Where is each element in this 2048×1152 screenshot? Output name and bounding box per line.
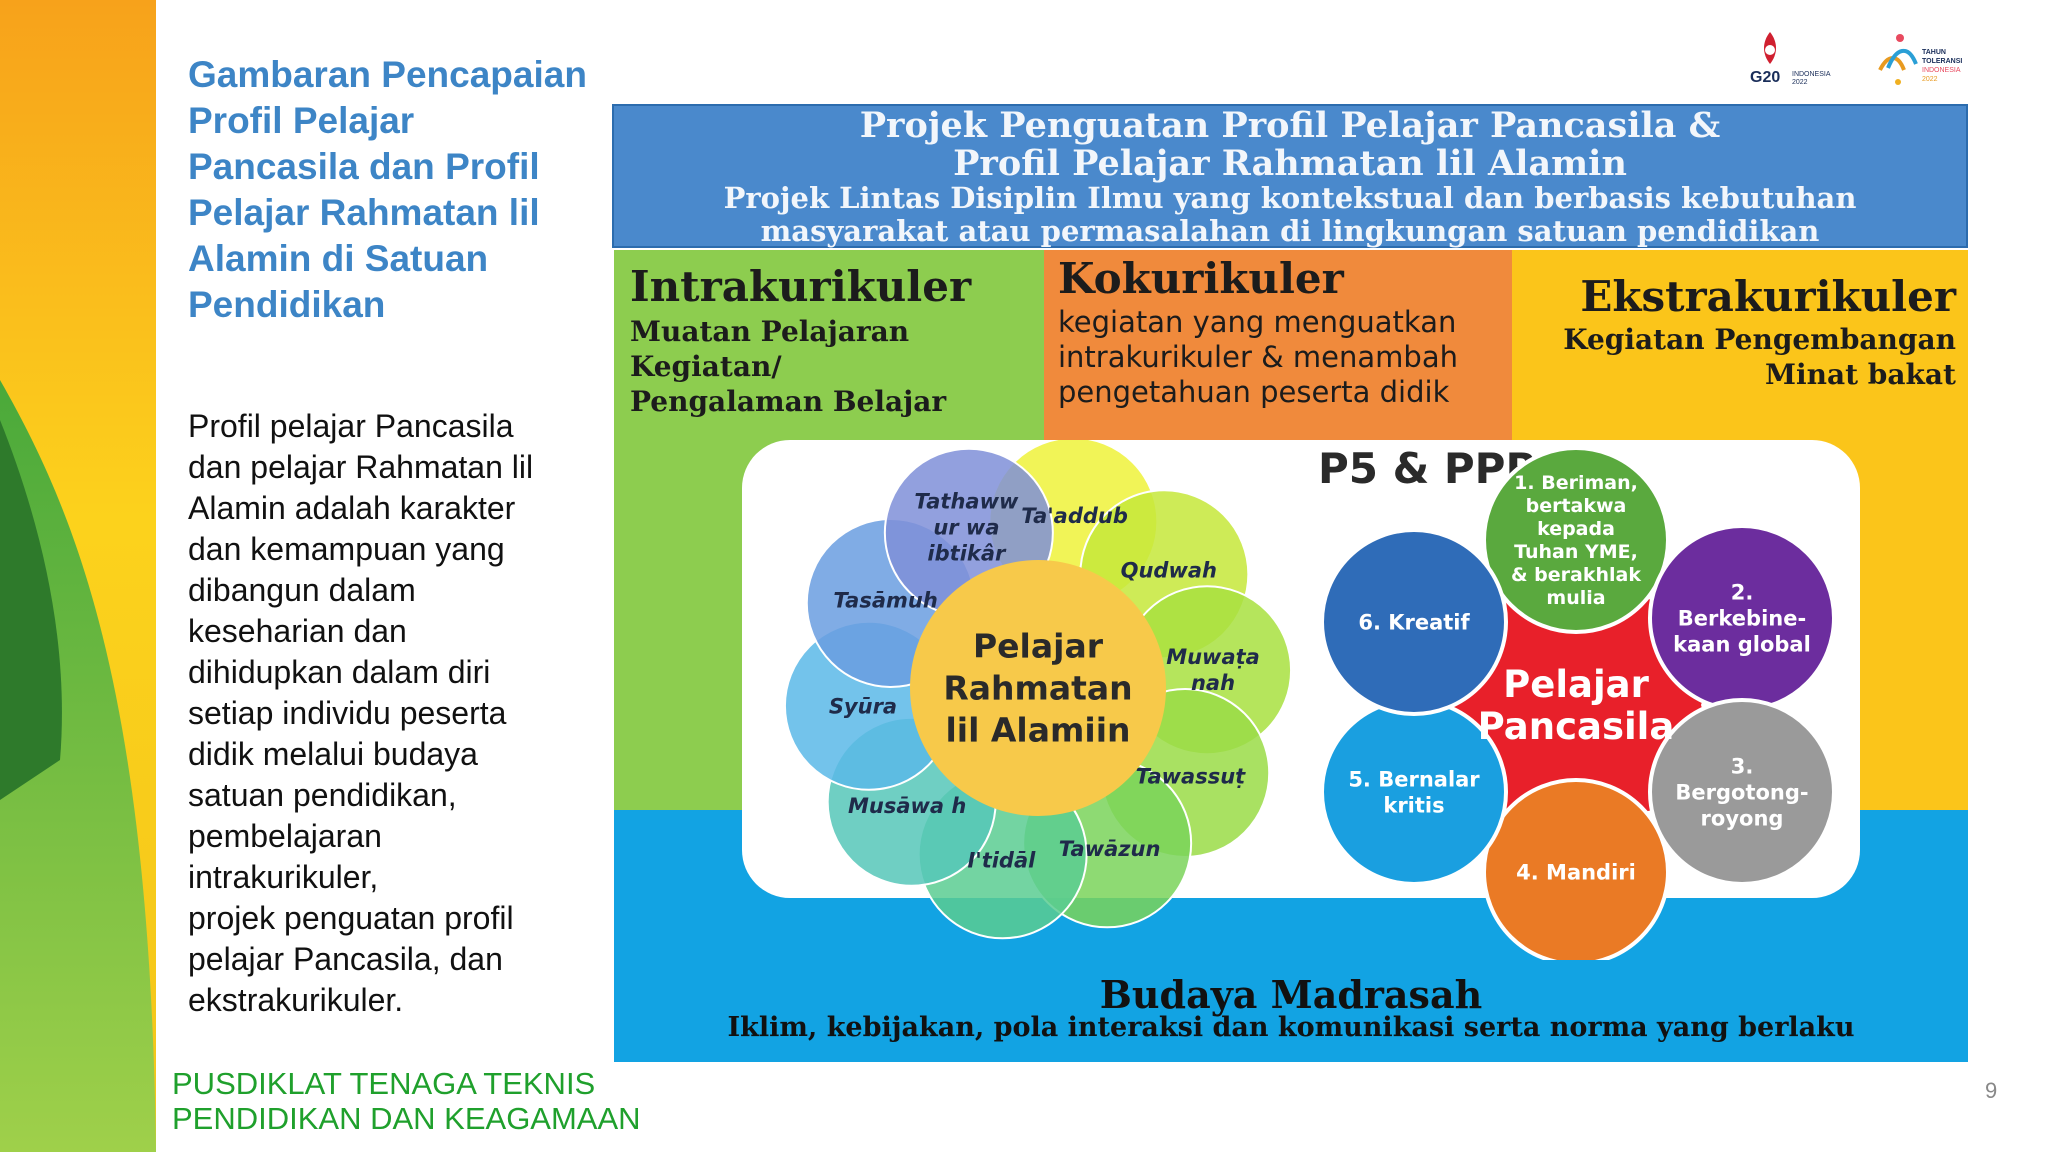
header-line-2: Profil Pelajar Rahmatan lil Alamin <box>953 143 1627 184</box>
pancasila-value-circle <box>1320 528 1508 716</box>
ekstrakurikuler-subtitle: Kegiatan Pengembangan Minat bakat <box>1563 323 1956 391</box>
svg-text:2022: 2022 <box>1792 79 1808 86</box>
ppra-value-label: Musāwa h <box>848 794 966 818</box>
g20-logo: G20 INDONESIA 2022 <box>1750 32 1831 86</box>
header-line-3: Projek Lintas Disiplin Ilmu yang konteks… <box>723 181 1857 215</box>
svg-text:TOLERANSI: TOLERANSI <box>1922 58 1962 65</box>
kokurikuler-subtitle: kegiatan yang menguatkan intrakurikuler … <box>1058 305 1458 409</box>
ppra-value-label: Tasāmuh <box>833 588 937 612</box>
pancasila-value-label: 4. Mandiri <box>1516 860 1636 884</box>
diagram-header: Projek Penguatan Profil Pelajar Pancasil… <box>612 104 1968 248</box>
ppra-value-label: I'tidāl <box>967 849 1036 873</box>
ppra-value-label: Ta'addub <box>1021 504 1128 528</box>
kokurikuler-title: Kokurikuler <box>1058 254 1344 303</box>
ppra-value-label: Tawāzun <box>1059 837 1161 861</box>
pancasila-value-circle <box>1482 778 1670 960</box>
svg-text:INDONESIA: INDONESIA <box>1922 67 1961 74</box>
pancasila-value-label: 6. Kreatif <box>1358 610 1470 634</box>
footer-institution: PUSDIKLAT TENAGA TEKNIS PENDIDIKAN DAN K… <box>172 1066 641 1136</box>
logos: G20 INDONESIA 2022 TAHUN TOLERANSI INDON… <box>1750 32 1962 86</box>
budaya-madrasah-subtitle: Iklim, kebijakan, pola interaksi dan kom… <box>727 1012 1855 1043</box>
tahun-text: TAHUN <box>1922 49 1946 56</box>
ppra-value-label: Tawassuṭ <box>1136 764 1247 788</box>
ppra-value-label: Qudwah <box>1121 559 1217 583</box>
decorative-side-band <box>0 0 160 1152</box>
header-line-1: Projek Penguatan Profil Pelajar Pancasil… <box>859 105 1721 146</box>
pancasila-value-circle <box>1482 446 1670 634</box>
pancasila-value-label: 2.Berkebine-kaan global <box>1673 580 1811 656</box>
slide-body-text: Profil pelajar Pancasila dan pelajar Rah… <box>188 408 534 1018</box>
header-line-4: masyarakat atau permasalahan di lingkung… <box>760 214 1820 248</box>
kokurikuler-panel <box>1044 250 1512 440</box>
g20-text: G20 <box>1750 69 1780 86</box>
intrakurikuler-title: Intrakurikuler <box>630 262 972 311</box>
slide-title: Gambaran Pencapaian Profil Pelajar Panca… <box>188 54 587 325</box>
ppra-center-circle <box>910 560 1166 816</box>
page-number: 9 <box>1985 1078 1998 1103</box>
ekstrakurikuler-title: Ekstrakurikuler <box>1580 272 1956 321</box>
g20-sub: INDONESIA <box>1792 71 1831 78</box>
budaya-madrasah-title: Budaya Madrasah <box>1099 972 1483 1017</box>
ppra-value-label: Syūra <box>829 695 897 719</box>
pancasila-value-circle <box>1648 698 1836 886</box>
intrakurikuler-subtitle: Muatan Pelajaran Kegiatan/ Pengalaman Be… <box>630 315 947 418</box>
tahun-toleransi-logo: TAHUN TOLERANSI INDONESIA 2022 <box>1878 34 1962 85</box>
svg-text:2022: 2022 <box>1922 76 1938 83</box>
pancasila-value-label: 3.Bergotong-royong <box>1675 754 1808 830</box>
